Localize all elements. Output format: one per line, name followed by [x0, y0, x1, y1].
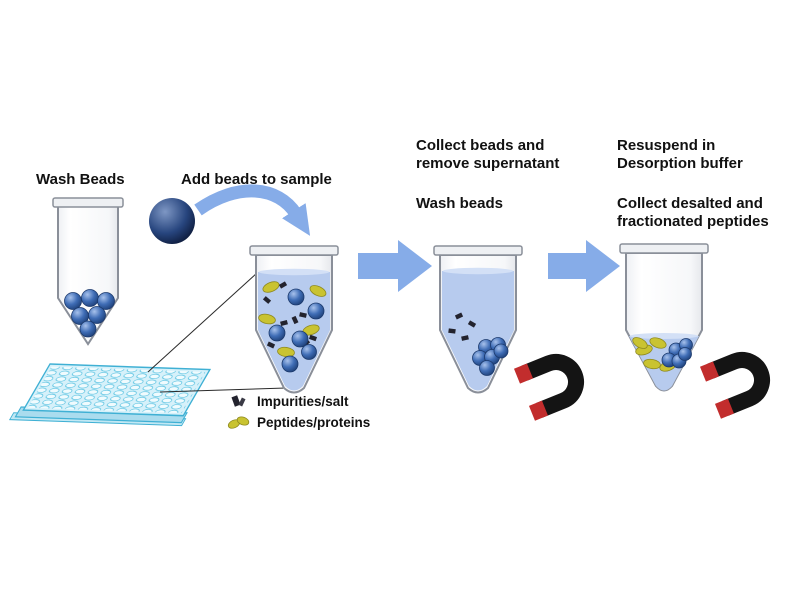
legend-item-peptides: Peptides/proteins — [226, 413, 370, 431]
legend: Impurities/salt Peptides/proteins — [226, 392, 370, 434]
bead-cluster — [64, 289, 115, 338]
label-add-beads: Add beads to sample — [181, 171, 332, 188]
bead-cluster — [661, 338, 693, 369]
plate-callout-lines — [147, 272, 287, 393]
legend-label: Peptides/proteins — [257, 414, 371, 430]
96-well-plate — [8, 363, 212, 427]
flow-arrow-1 — [358, 240, 432, 292]
peptide-icon — [227, 416, 250, 429]
horseshoe-magnet-1 — [513, 354, 584, 421]
wash-beads-tube — [52, 197, 124, 346]
label-collect-peptides: Collect desalted and fractionated peptid… — [617, 195, 769, 231]
elution-tube — [619, 243, 709, 392]
impurity-particles — [448, 312, 477, 341]
impurity-icon — [231, 395, 246, 407]
label-wash-beads-step: Wash beads — [416, 195, 503, 212]
legend-label: Impurities/salt — [257, 393, 349, 409]
label-wash-beads: Wash Beads — [36, 171, 125, 188]
sample-tube — [249, 245, 339, 394]
label-resuspend: Resuspend in Desorption buffer — [617, 137, 743, 173]
bead-particles — [268, 288, 325, 373]
magnetic-bead-sphere — [149, 198, 195, 244]
bead-cluster — [472, 337, 509, 376]
horseshoe-magnet-2 — [699, 352, 770, 419]
wash-tube — [433, 245, 523, 394]
peptide-particles — [258, 281, 327, 358]
plate-wells — [27, 366, 206, 414]
label-collect-beads: Collect beads and remove supernatant — [416, 137, 560, 173]
add-beads-arrow — [194, 184, 311, 236]
legend-item-impurities: Impurities/salt — [226, 392, 370, 410]
flow-arrow-2 — [548, 240, 620, 292]
